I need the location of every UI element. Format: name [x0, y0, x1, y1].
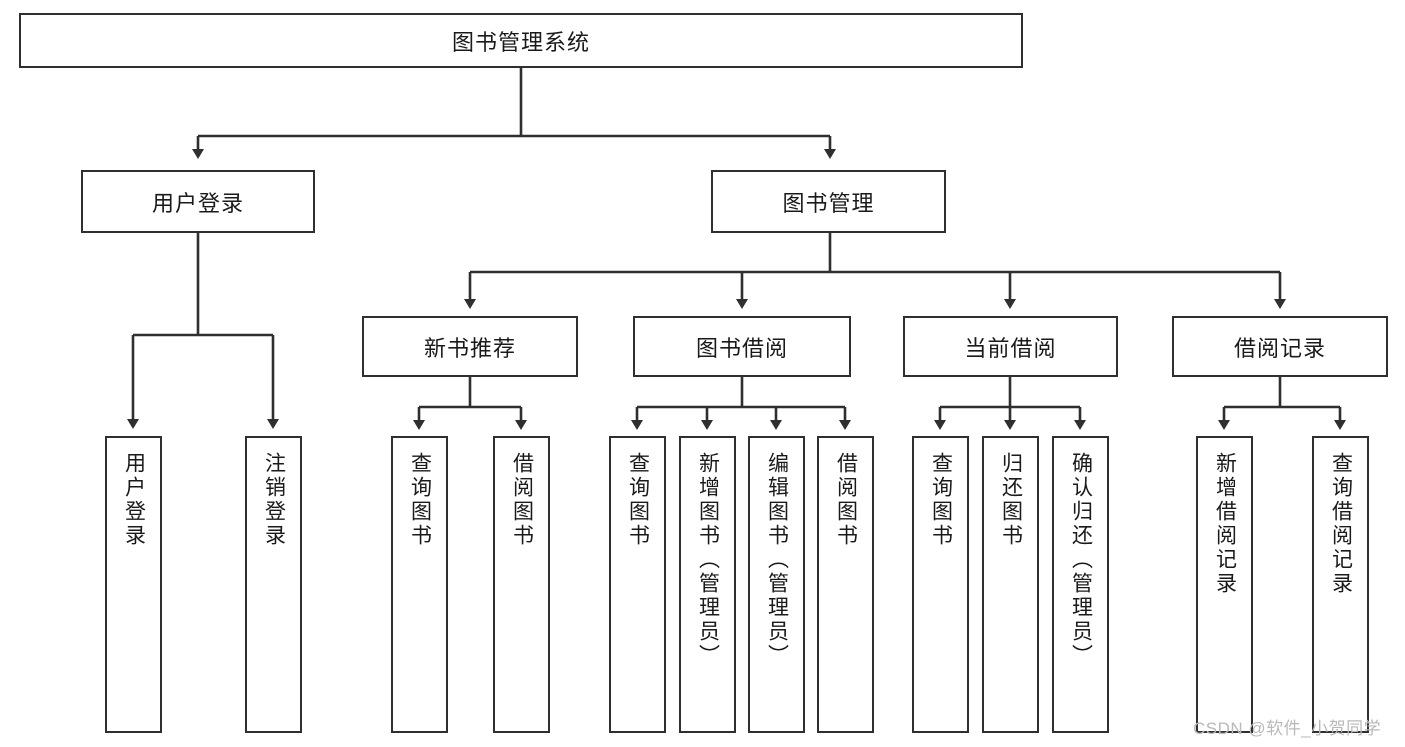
node-leaf-user-login-label: 用户登录 [122, 452, 146, 548]
node-book-borrow-label: 图书借阅 [695, 335, 788, 361]
watermark: CSDN @软件_小贺同学 [1193, 719, 1382, 738]
node-leaf-confirm-return-label: 确认归还（管理员） [1069, 452, 1093, 668]
node-book-management-label: 图书管理 [782, 190, 875, 216]
node-leaf-query-book-1[interactable]: 查询图书 [391, 436, 448, 733]
node-root-label: 图书管理系统 [451, 29, 590, 55]
node-leaf-query-record[interactable]: 查询借阅记录 [1312, 436, 1369, 733]
node-leaf-borrow-book-2[interactable]: 借阅图书 [817, 436, 874, 733]
node-leaf-logout-login[interactable]: 注销登录 [245, 436, 302, 733]
node-root[interactable]: 图书管理系统 [19, 13, 1023, 68]
node-leaf-return-book-label: 归还图书 [999, 452, 1023, 548]
node-leaf-query-book-3-label: 查询图书 [929, 452, 953, 548]
node-leaf-query-book-1-label: 查询图书 [408, 452, 432, 548]
node-leaf-add-record-label: 新增借阅记录 [1213, 452, 1237, 596]
node-user-login-label: 用户登录 [151, 190, 244, 216]
node-leaf-borrow-book-2-label: 借阅图书 [834, 452, 858, 548]
node-new-book-recommend-label: 新书推荐 [423, 335, 516, 361]
node-leaf-add-book[interactable]: 新增图书（管理员） [679, 436, 736, 733]
node-leaf-query-book-2[interactable]: 查询图书 [609, 436, 666, 733]
node-current-borrow[interactable]: 当前借阅 [903, 316, 1118, 377]
node-leaf-add-book-label: 新增图书（管理员） [696, 452, 720, 668]
node-leaf-user-login[interactable]: 用户登录 [105, 436, 162, 733]
node-leaf-query-record-label: 查询借阅记录 [1329, 452, 1353, 596]
node-leaf-query-book-2-label: 查询图书 [626, 452, 650, 548]
node-leaf-edit-book[interactable]: 编辑图书（管理员） [748, 436, 805, 733]
node-borrow-record[interactable]: 借阅记录 [1172, 316, 1388, 377]
node-book-borrow[interactable]: 图书借阅 [633, 316, 851, 377]
node-leaf-add-record[interactable]: 新增借阅记录 [1196, 436, 1253, 733]
node-leaf-query-book-3[interactable]: 查询图书 [912, 436, 969, 733]
node-borrow-record-label: 借阅记录 [1233, 335, 1326, 361]
node-current-borrow-label: 当前借阅 [964, 335, 1057, 361]
node-leaf-confirm-return[interactable]: 确认归还（管理员） [1052, 436, 1109, 733]
node-user-login[interactable]: 用户登录 [81, 170, 315, 233]
node-leaf-borrow-book-1-label: 借阅图书 [510, 452, 534, 548]
node-leaf-edit-book-label: 编辑图书（管理员） [765, 452, 789, 668]
node-leaf-return-book[interactable]: 归还图书 [982, 436, 1039, 733]
node-leaf-logout-login-label: 注销登录 [262, 452, 286, 548]
node-leaf-borrow-book-1[interactable]: 借阅图书 [493, 436, 550, 733]
node-new-book-recommend[interactable]: 新书推荐 [362, 316, 578, 377]
node-book-management[interactable]: 图书管理 [711, 170, 946, 233]
